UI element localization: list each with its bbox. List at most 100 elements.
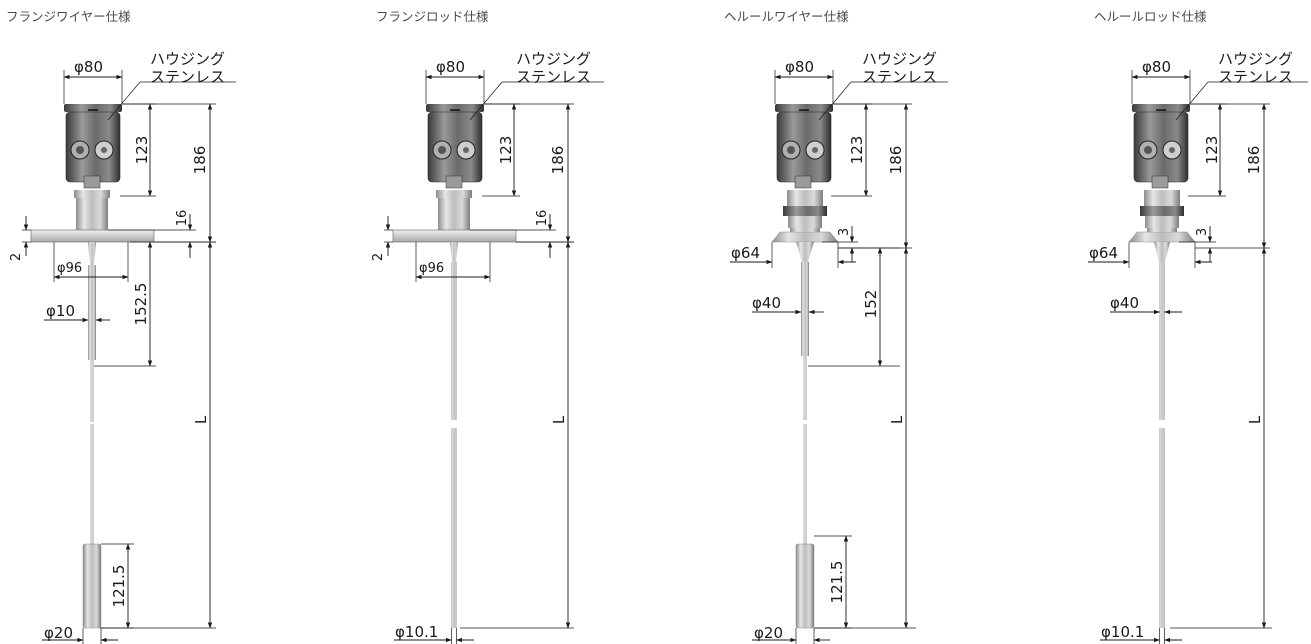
dim-label: 186 (887, 146, 905, 175)
dim-label: φ40 (1110, 294, 1139, 312)
view-flange-rod: フランジロッド仕様 φ80 ハウジング ステンレス (371, 9, 604, 644)
housing-label: ハウジング (150, 50, 225, 68)
neck (1144, 190, 1180, 206)
view-title: ヘルールワイヤー仕様 (724, 9, 849, 24)
neck-body (438, 198, 470, 230)
dim-conn-dia: φ96 (53, 242, 129, 282)
ferrule-flange (1128, 231, 1196, 243)
dim-label: 123 (133, 136, 151, 165)
dim-conn-dia: φ96 (415, 242, 491, 282)
dim-housing-dia: φ80 (425, 58, 485, 104)
probe-cone (796, 242, 814, 262)
view-title: フランジロッド仕様 (376, 9, 489, 24)
dim-label: φ80 (1142, 58, 1171, 76)
probe-upper (801, 262, 809, 356)
dim-label: 2 (371, 253, 386, 261)
dim-label: 186 (191, 146, 209, 175)
dim-label: φ96 (57, 261, 82, 276)
ferrule-gasket (1147, 228, 1177, 232)
nut (1140, 206, 1184, 216)
probe-cone (1154, 242, 1170, 262)
dim-label: φ80 (436, 58, 465, 76)
dim-conn-h: 3 (822, 226, 858, 262)
housing-body (1132, 104, 1190, 189)
dim-label: 152 (862, 290, 880, 319)
dim-label: φ96 (419, 261, 444, 276)
dim-label: φ10.1 (395, 623, 438, 641)
view-flange-wire: フランジワイヤー仕様 φ80 ハウジング (6, 9, 236, 644)
dim-label: 16 (535, 210, 550, 227)
view-title: フランジワイヤー仕様 (6, 9, 131, 24)
dim-L: L (460, 241, 574, 629)
dim-label: 2 (9, 253, 24, 261)
dim-probe-dia: φ10 (44, 302, 110, 323)
housing-body (426, 104, 484, 189)
dim-label: φ20 (44, 624, 73, 642)
dim-label: 121.5 (110, 565, 128, 608)
dim-conn-h: 3 (1179, 226, 1216, 262)
material-label: ステンレス (1218, 68, 1293, 86)
housing-label: ハウジング (862, 50, 937, 68)
probe-upper (88, 265, 96, 360)
dim-plate-t: 2 (9, 216, 31, 261)
neck (787, 190, 823, 206)
dim-conn-h: 16 (470, 210, 556, 258)
dim-housing-h: 123 (1188, 103, 1226, 197)
weight (795, 543, 815, 629)
ferrule-neck (1145, 216, 1179, 228)
dim-label: 16 (175, 210, 190, 227)
dim-label: 3 (1195, 228, 1210, 236)
material-label: ステンレス (862, 68, 937, 86)
dim-plate-t: 2 (371, 216, 393, 261)
dim-total-h: 186 (1190, 103, 1270, 249)
dim-label: φ10 (46, 302, 75, 320)
dim-label: φ20 (754, 624, 783, 642)
housing-callout: ハウジング ステンレス (107, 50, 236, 121)
ferrule-neck (788, 216, 822, 228)
dim-housing-dia: φ80 (63, 58, 123, 104)
dim-tip-dia: φ10.1 (394, 623, 474, 644)
housing-callout: ハウジング ステンレス (818, 50, 948, 121)
housing-callout: ハウジング ステンレス (1175, 50, 1308, 121)
view-title: ヘルールロッド仕様 (1094, 9, 1207, 24)
dim-housing-h: 123 (482, 103, 520, 197)
housing-callout: ハウジング ステンレス (469, 50, 604, 121)
dim-tip-dia: φ20 (42, 624, 118, 644)
neck (74, 190, 110, 198)
dim-label: φ64 (731, 244, 760, 262)
nut (783, 206, 827, 216)
housing-label: ハウジング (1218, 50, 1293, 68)
dim-label: 123 (497, 136, 515, 165)
dim-tip-dia: φ20 (752, 624, 830, 644)
ferrule-gasket (790, 228, 820, 232)
dim-total-h: 186 (122, 103, 216, 243)
dim-housing-dia: φ80 (774, 58, 834, 104)
housing-body (64, 104, 122, 189)
dim-label: φ80 (785, 58, 814, 76)
dim-label: 121.5 (828, 561, 846, 604)
dim-probe-dia: φ40 (752, 294, 824, 315)
rod-upper (1159, 262, 1165, 420)
dim-label: L (888, 415, 906, 424)
flange-plate (30, 229, 155, 243)
dim-probe-dia: φ40 (1110, 294, 1182, 315)
dim-probe-len: 152.5 (94, 241, 156, 367)
dim-housing-h: 123 (831, 103, 872, 197)
wire-upper (90, 360, 94, 422)
wire-lower (90, 424, 94, 544)
dim-label: 123 (1203, 136, 1221, 165)
rod-upper (451, 262, 457, 420)
dim-label: L (1246, 415, 1264, 424)
probe-cone (450, 242, 458, 262)
dim-total-h: 186 (833, 103, 912, 249)
view-ferrule-rod: ヘルールロッド仕様 φ80 ハウジング ステンレス (1088, 9, 1308, 644)
rod-lower (1159, 428, 1165, 628)
dim-total-h: 186 (484, 103, 574, 243)
dim-conn-dia: φ64 (730, 242, 856, 268)
dim-conn-h: 16 (108, 210, 196, 258)
dim-label: φ64 (1089, 244, 1118, 262)
housing-body (775, 104, 833, 189)
ferrule-flange (771, 231, 839, 243)
dim-label: 186 (549, 146, 567, 175)
